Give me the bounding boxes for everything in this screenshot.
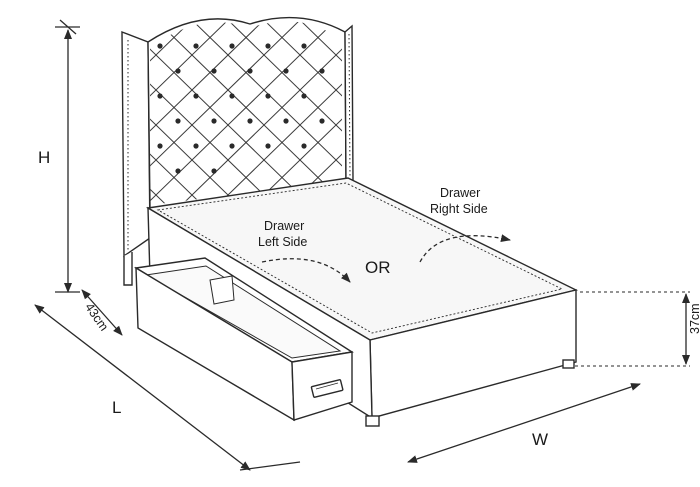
tufting-button [175,118,181,124]
tufting-button [247,68,253,74]
dimension-lines [34,19,690,471]
or-label: OR [365,258,391,277]
drawer-right-label-line2: Right Side [430,202,488,216]
tufting-button [193,93,199,99]
left-side-arrow [261,258,351,283]
tufting-button [211,168,217,174]
bed-foot [562,359,575,369]
tufting-button [175,168,181,174]
width-label: W [532,430,548,449]
tufting-line [552,20,700,300]
headboard-buttons [157,43,325,174]
tufting-button [265,93,271,99]
drawer-depth-arrow [81,289,123,336]
tufting-line [588,20,700,300]
tufting-line [0,20,12,300]
length-label: L [112,398,121,417]
tufting-button [211,68,217,74]
tufting-line [155,21,342,205]
headboard-tufting [0,20,700,300]
tufting-line [150,21,301,205]
tufting-button [229,143,235,149]
tufting-button [319,118,325,124]
tufting-button [265,43,271,49]
tufting-button [247,118,253,124]
width-arrow [407,383,641,463]
tufting-button [301,93,307,99]
tufting-button [229,43,235,49]
tufting-line [624,20,700,300]
tufting-line [227,21,342,205]
drawer-left-label-line2: Left Side [258,235,307,249]
tufting-button [157,43,163,49]
tufting-button [283,118,289,124]
tufting-line [150,21,337,205]
tufting-button [157,93,163,99]
headboard [121,16,354,286]
right-side-arrow [419,234,511,263]
drawer-left-label-line1: Drawer [264,219,304,233]
headboard-panel [147,16,347,209]
tufting-line [263,21,342,205]
tufting-button [319,68,325,74]
tufting-button [211,118,217,124]
height-label: H [38,148,50,167]
tufting-line [150,21,342,205]
tufting-button [193,143,199,149]
headboard-left-wing [121,30,151,258]
drawer-side-arrows [261,234,511,283]
tufting-line [191,21,342,205]
tufting-button [157,143,163,149]
tufting-line [150,21,229,205]
tufting-line [480,20,700,300]
tufting-line [0,20,120,300]
tufting-button [175,68,181,74]
tufting-button [265,143,271,149]
tufting-button [283,68,289,74]
tufting-button [301,143,307,149]
tufting-line [150,21,265,205]
tufting-button [301,43,307,49]
tufting-line [150,21,342,205]
drawer-right-label-line1: Drawer [440,186,480,200]
length-arrow [34,304,251,471]
tufting-line [0,20,120,300]
tufting-line [516,20,700,300]
base-height-label: 37cm [688,303,700,334]
bed-foot [365,415,380,427]
tufting-button [229,93,235,99]
tufting-button [193,43,199,49]
